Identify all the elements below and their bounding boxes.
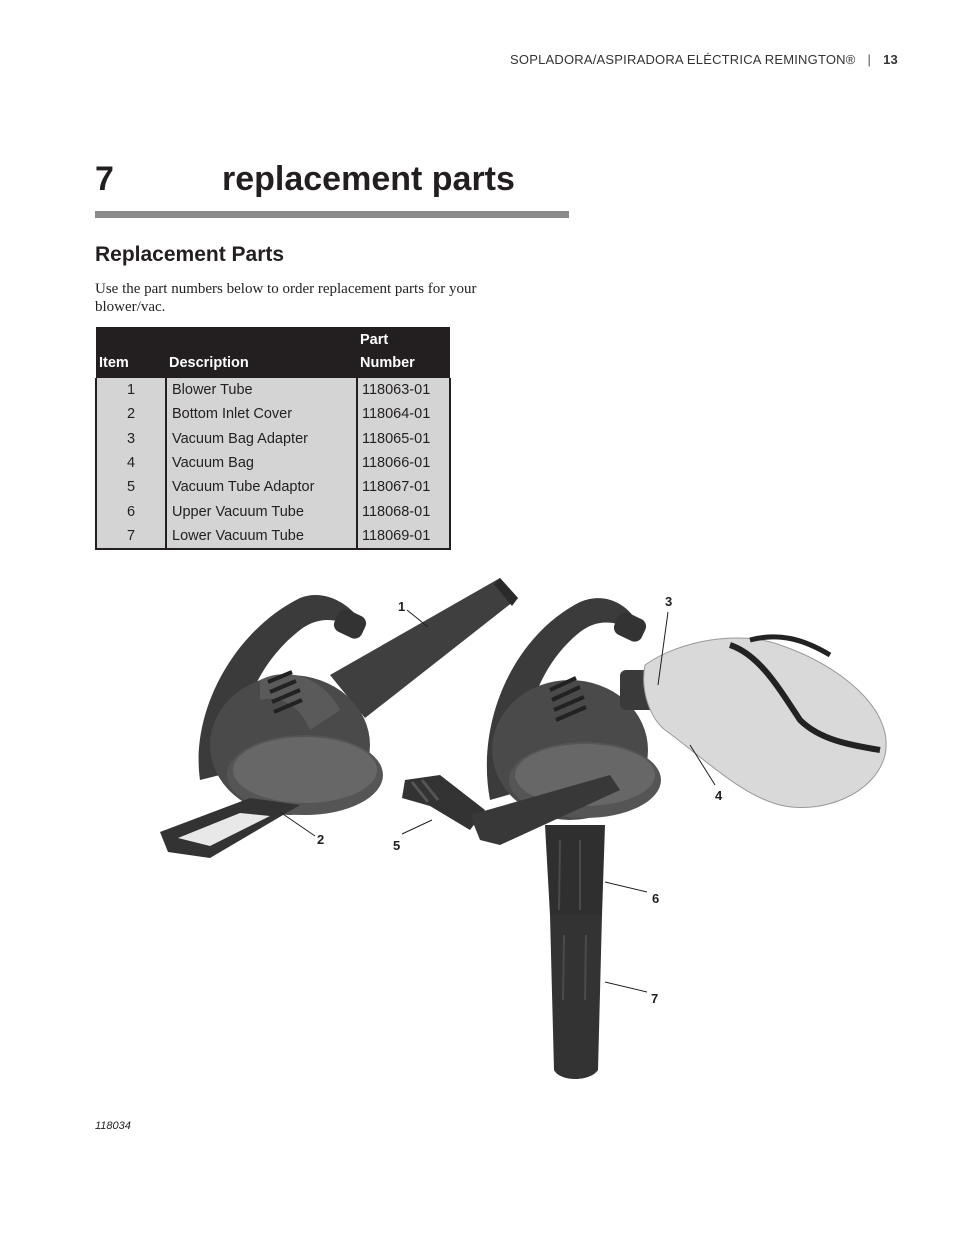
chapter-title: replacement parts [222, 160, 515, 198]
cell-description: Bottom Inlet Cover [165, 402, 357, 427]
cell-item: 4 [95, 450, 166, 476]
table-row: 3 Vacuum Bag Adapter 118065-01 [95, 426, 451, 451]
table-row: 2 Bottom Inlet Cover 118064-01 [95, 402, 451, 427]
cell-description: Blower Tube [165, 378, 357, 403]
page-number: 13 [883, 52, 898, 67]
cell-part-number: 118069-01 [356, 523, 451, 551]
blower-tube-shape [330, 578, 518, 718]
callout-5: 5 [393, 838, 400, 853]
callout-1: 1 [398, 599, 405, 614]
vacuum-unit-image [402, 598, 887, 1079]
table-row: 1 Blower Tube 118063-01 [95, 378, 451, 403]
cell-part-number: 118066-01 [356, 450, 451, 476]
header-item: Item [96, 327, 166, 378]
cell-description: Lower Vacuum Tube [165, 523, 357, 551]
cell-description: Vacuum Tube Adaptor [165, 475, 357, 500]
leader-line-5 [401, 819, 433, 835]
cell-item: 5 [95, 475, 166, 500]
table-row: 7 Lower Vacuum Tube 118069-01 [95, 523, 451, 551]
tube-adaptor-shape [402, 775, 485, 830]
cell-part-number: 118068-01 [356, 499, 451, 524]
cell-description: Upper Vacuum Tube [165, 499, 357, 524]
running-header: SOPLADORA/ASPIRADORA ELÉCTRICA REMINGTON… [510, 52, 898, 67]
blower-unit-image [160, 578, 518, 858]
chapter-number: 7 [95, 160, 114, 198]
cell-part-number: 118064-01 [356, 402, 451, 427]
callout-3: 3 [665, 594, 672, 609]
figure-code: 118034 [95, 1120, 131, 1132]
cell-item: 7 [95, 523, 166, 551]
cell-item: 3 [95, 426, 166, 451]
table-row: 4 Vacuum Bag 118066-01 [95, 450, 451, 476]
callout-2: 2 [317, 832, 324, 847]
upper-vacuum-tube-shape [545, 825, 605, 915]
table-row: 5 Vacuum Tube Adaptor 118067-01 [95, 475, 451, 500]
lower-vacuum-tube-shape [550, 915, 602, 1079]
vacuum-bag-shape [643, 637, 887, 809]
chapter-rule [95, 211, 569, 218]
cell-item: 1 [95, 378, 166, 403]
callout-7: 7 [651, 991, 658, 1006]
header-description: Description [166, 327, 357, 378]
cell-item: 6 [95, 499, 166, 524]
cell-item: 2 [95, 402, 166, 427]
blower-vac-illustration: 1 2 3 4 5 6 7 [160, 578, 887, 1079]
header-part-top: Part [360, 332, 389, 348]
cell-part-number: 118067-01 [356, 475, 451, 500]
section-title: Replacement Parts [95, 243, 285, 266]
leader-line-3 [657, 611, 669, 686]
header-part-bottom: Number [360, 355, 415, 371]
chapter-heading: 7 replacement parts [95, 160, 569, 218]
cell-description: Vacuum Bag Adapter [165, 426, 357, 451]
cell-description: Vacuum Bag [165, 450, 357, 476]
leader-line-2 [279, 811, 316, 837]
leader-line-1 [406, 609, 429, 628]
table-row: 6 Upper Vacuum Tube 118068-01 [95, 499, 451, 524]
cell-part-number: 118063-01 [356, 378, 451, 403]
callout-6: 6 [652, 891, 659, 906]
header-separator: | [867, 52, 872, 67]
leader-line-6 [604, 881, 648, 893]
cell-part-number: 118065-01 [356, 426, 451, 451]
leader-line-4 [689, 744, 716, 786]
leader-line-7 [604, 981, 648, 993]
header-title: SOPLADORA/ASPIRADORA ELÉCTRICA REMINGTON… [510, 52, 856, 67]
intro-paragraph: Use the part numbers below to order repl… [95, 281, 477, 315]
callout-4: 4 [715, 788, 723, 803]
